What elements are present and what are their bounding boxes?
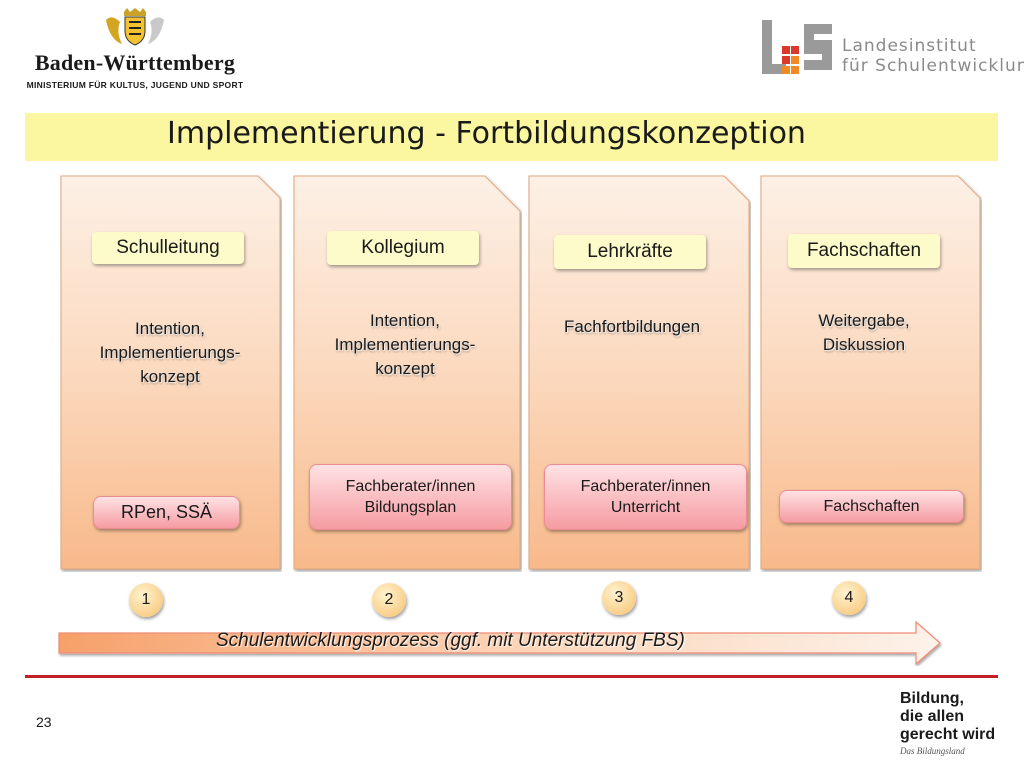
column-schulleitung: Schulleitung Intention, Implementierungs… [60, 175, 282, 570]
institute-name: Landesinstitut für Schulentwicklung [842, 36, 1024, 76]
footer-line1: Bildung, [900, 690, 964, 707]
column-description: Fachfortbildungen [563, 317, 701, 336]
column-description: Weitergabe, Diskussion [818, 311, 910, 354]
page-number: 23 [36, 714, 52, 730]
footer-line2: die allen [900, 708, 965, 725]
arrow-label: Schulentwicklungsprozess (ggf. mit Unter… [216, 630, 685, 651]
page-title: Implementierung - Fortbildungskonzeption [167, 116, 806, 151]
column-heading: Kollegium [327, 231, 479, 265]
ls-logo: Landesinstitut für Schulentwicklung [760, 16, 1024, 88]
column-heading: Lehrkräfte [554, 235, 706, 269]
column-description: Intention, Implementierungs- konzept [334, 311, 476, 378]
step-3: 3 [602, 581, 636, 615]
institute-line1: Landesinstitut [842, 36, 977, 56]
crest-icon [106, 8, 164, 46]
column-heading: Schulleitung [92, 232, 244, 264]
column-box: Fachberater/innen Unterricht [544, 464, 747, 530]
column-box: Fachberater/innen Bildungsplan [309, 464, 512, 530]
ministry-name: MINISTERIUM FÜR KULTUS, JUGEND UND SPORT [26, 80, 244, 90]
step-4: 4 [832, 581, 866, 615]
column-kollegium: Kollegium Intention, Implementierungs- k… [293, 175, 522, 570]
document-shape [760, 175, 981, 570]
bw-logo: Baden-Württemberg MINISTERIUM FÜR KULTUS… [20, 8, 250, 98]
document-shape [60, 175, 281, 570]
process-arrow: Schulentwicklungsprozess (ggf. mit Unter… [58, 620, 943, 666]
column-lehrkraefte: Lehrkräfte Fachfortbildungen Fachberater… [528, 175, 751, 570]
step-1: 1 [129, 583, 163, 617]
divider-line [25, 675, 998, 678]
column-fachschaften: Fachschaften Weitergabe, Diskussion Fach… [760, 175, 982, 570]
arrow-shape-icon [58, 620, 941, 666]
column-box: RPen, SSÄ [93, 496, 240, 529]
column-description: Intention, Implementierungs- konzept [99, 319, 241, 386]
step-2: 2 [372, 583, 406, 617]
column-box: Fachschaften [779, 490, 964, 523]
state-name: Baden-Württemberg [34, 50, 236, 75]
footer-tagline: Das Bildungsland [900, 746, 965, 756]
ls-mark-icon [762, 20, 832, 74]
footer-logo: Bildung, die allen gerecht wird Das Bild… [900, 690, 1015, 760]
institute-line2: für Schulentwicklung [842, 56, 1024, 76]
column-heading: Fachschaften [788, 234, 940, 268]
footer-line3: gerecht wird [900, 726, 996, 743]
title-banner: Implementierung - Fortbildungskonzeption [25, 113, 998, 161]
